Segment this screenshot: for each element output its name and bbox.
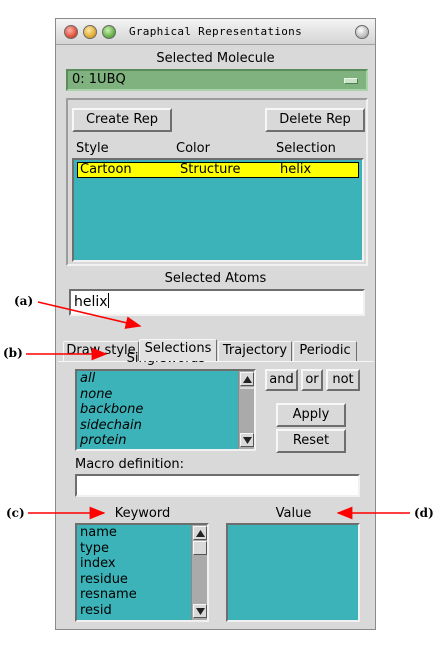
list-item[interactable]: resid — [80, 602, 112, 618]
molecule-selector-value: 0: 1UBQ — [72, 72, 126, 87]
selected-atoms-input[interactable]: helix — [69, 289, 365, 316]
annotation-c: (c) — [6, 506, 25, 520]
scroll-down-icon[interactable] — [240, 433, 254, 447]
and-button[interactable]: and — [265, 369, 298, 391]
selected-molecule-label: Selected Molecule — [156, 51, 275, 66]
table-row[interactable]: Cartoon Structure helix — [77, 162, 359, 178]
keyword-list[interactable]: name type index residue resname resid — [75, 523, 209, 622]
column-header-color: Color — [176, 141, 210, 156]
option-menu-icon — [344, 78, 358, 84]
rep-color-cell: Structure — [180, 162, 241, 177]
collapse-icon[interactable] — [355, 25, 369, 39]
keyword-scrollbar[interactable] — [191, 525, 207, 620]
column-header-selection: Selection — [276, 141, 336, 156]
list-item[interactable]: index — [80, 556, 116, 571]
rep-selection-cell: helix — [280, 162, 312, 177]
scroll-up-icon[interactable] — [193, 526, 207, 540]
scroll-up-icon[interactable] — [240, 372, 254, 386]
list-item[interactable]: all — [80, 371, 96, 386]
singlewords-scrollbar[interactable] — [238, 371, 254, 449]
list-item[interactable]: name — [80, 525, 117, 540]
reset-button[interactable]: Reset — [276, 429, 346, 453]
list-item[interactable]: residue — [80, 571, 128, 587]
list-item[interactable]: protein — [80, 433, 127, 448]
list-item[interactable]: resname — [80, 587, 137, 602]
selected-atoms-label: Selected Atoms — [164, 271, 267, 286]
text-cursor — [107, 293, 109, 308]
rep-style-cell: Cartoon — [80, 162, 132, 177]
create-rep-button[interactable]: Create Rep — [72, 108, 172, 132]
scroll-thumb[interactable] — [240, 387, 254, 389]
scroll-thumb[interactable] — [193, 541, 207, 555]
or-button[interactable]: or — [301, 369, 323, 391]
tab-periodic[interactable]: Periodic — [293, 341, 357, 361]
minimize-icon[interactable] — [83, 25, 97, 39]
annotation-d: (d) — [414, 506, 434, 520]
column-header-style: Style — [76, 141, 109, 156]
list-item[interactable]: backbone — [80, 402, 144, 417]
list-item[interactable]: sidechain — [80, 417, 142, 433]
macro-definition-label: Macro definition: — [75, 457, 185, 472]
value-list[interactable] — [226, 523, 360, 622]
tab-divider — [58, 361, 374, 362]
title-bar[interactable]: Graphical Representations — [56, 19, 375, 45]
annotation-b: (b) — [3, 346, 23, 360]
macro-definition-input[interactable] — [75, 474, 360, 497]
graphical-representations-window: Graphical Representations Selected Molec… — [55, 18, 376, 630]
not-button[interactable]: not — [326, 369, 360, 391]
tab-trajectory[interactable]: Trajectory — [218, 341, 292, 361]
selected-atoms-value: helix — [74, 294, 108, 310]
annotation-a: (a) — [14, 294, 34, 308]
reps-list[interactable]: Cartoon Structure helix — [72, 158, 364, 262]
tab-selections[interactable]: Selections — [139, 339, 217, 361]
value-label: Value — [275, 506, 312, 521]
scroll-down-icon[interactable] — [193, 604, 207, 618]
list-item[interactable]: none — [80, 386, 113, 402]
keyword-label: Keyword — [114, 506, 171, 521]
delete-rep-button[interactable]: Delete Rep — [265, 108, 365, 132]
reps-group: Create Rep Delete Rep Style Color Select… — [66, 98, 368, 266]
zoom-icon[interactable] — [102, 25, 116, 39]
list-item[interactable]: type — [80, 540, 110, 556]
molecule-selector[interactable]: 0: 1UBQ — [66, 69, 368, 91]
window-title: Graphical Representations — [128, 25, 303, 38]
singlewords-list[interactable]: all none backbone sidechain protein — [75, 369, 256, 451]
close-icon[interactable] — [64, 25, 78, 39]
apply-button[interactable]: Apply — [276, 403, 346, 427]
